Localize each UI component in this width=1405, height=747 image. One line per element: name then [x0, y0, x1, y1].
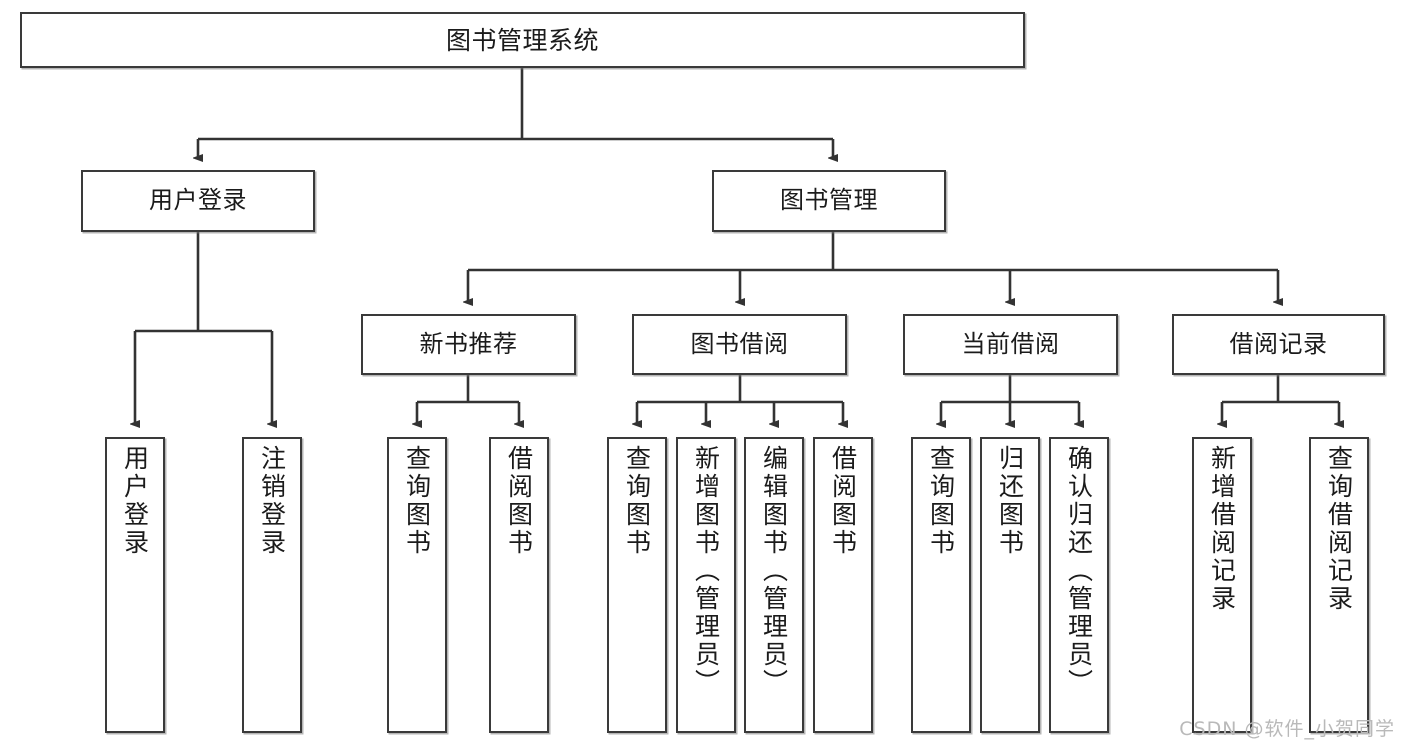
node-root-system[interactable]: 图书管理系统	[20, 12, 1025, 68]
leaf-return-book[interactable]: 归还图书	[980, 437, 1040, 733]
leaf-user-login[interactable]: 用户登录	[105, 437, 165, 733]
leaf-add-book[interactable]: 新增图书（管理员）	[676, 437, 736, 733]
node-label: 查询图书	[926, 445, 956, 557]
node-label: 用户登录	[120, 445, 150, 557]
node-label: 图书管理系统	[445, 25, 599, 55]
node-current-borrow[interactable]: 当前借阅	[903, 314, 1118, 375]
leaf-borrow-book[interactable]: 借阅图书	[813, 437, 873, 733]
node-label: 借阅图书	[504, 445, 534, 557]
node-label: 注销登录	[257, 445, 287, 557]
leaf-confirm-return[interactable]: 确认归还（管理员）	[1049, 437, 1109, 733]
leaf-query-borrow-record[interactable]: 查询借阅记录	[1309, 437, 1369, 733]
node-label: 查询图书	[402, 445, 432, 557]
leaf-edit-book[interactable]: 编辑图书（管理员）	[744, 437, 804, 733]
node-book-borrow[interactable]: 图书借阅	[632, 314, 847, 375]
leaf-query-book-borrow[interactable]: 查询图书	[607, 437, 667, 733]
node-label: 当前借阅	[961, 329, 1060, 358]
leaf-borrow-book-recommend[interactable]: 借阅图书	[489, 437, 549, 733]
node-user-login[interactable]: 用户登录	[81, 170, 315, 232]
node-label: 新增图书（管理员）	[691, 445, 721, 697]
csdn-watermark: CSDN @软件_小贺同学	[1179, 718, 1395, 740]
leaf-query-book-current[interactable]: 查询图书	[911, 437, 971, 733]
node-label: 新增借阅记录	[1207, 445, 1237, 613]
node-label: 借阅图书	[828, 445, 858, 557]
node-label: 借阅记录	[1229, 329, 1328, 358]
node-label: 新书推荐	[419, 329, 518, 358]
node-label: 用户登录	[149, 186, 247, 215]
node-label: 查询图书	[622, 445, 652, 557]
leaf-add-borrow-record[interactable]: 新增借阅记录	[1192, 437, 1252, 733]
node-label: 查询借阅记录	[1324, 445, 1354, 613]
node-new-book-recommend[interactable]: 新书推荐	[361, 314, 576, 375]
leaf-logout-login[interactable]: 注销登录	[242, 437, 302, 733]
node-label: 编辑图书（管理员）	[759, 445, 789, 697]
node-label: 图书管理	[780, 186, 878, 215]
node-book-manage[interactable]: 图书管理	[712, 170, 946, 232]
node-label: 图书借阅	[690, 329, 789, 358]
node-borrow-record[interactable]: 借阅记录	[1172, 314, 1385, 375]
node-label: 归还图书	[995, 445, 1025, 557]
node-label: 确认归还（管理员）	[1064, 445, 1094, 697]
leaf-query-book-recommend[interactable]: 查询图书	[387, 437, 447, 733]
